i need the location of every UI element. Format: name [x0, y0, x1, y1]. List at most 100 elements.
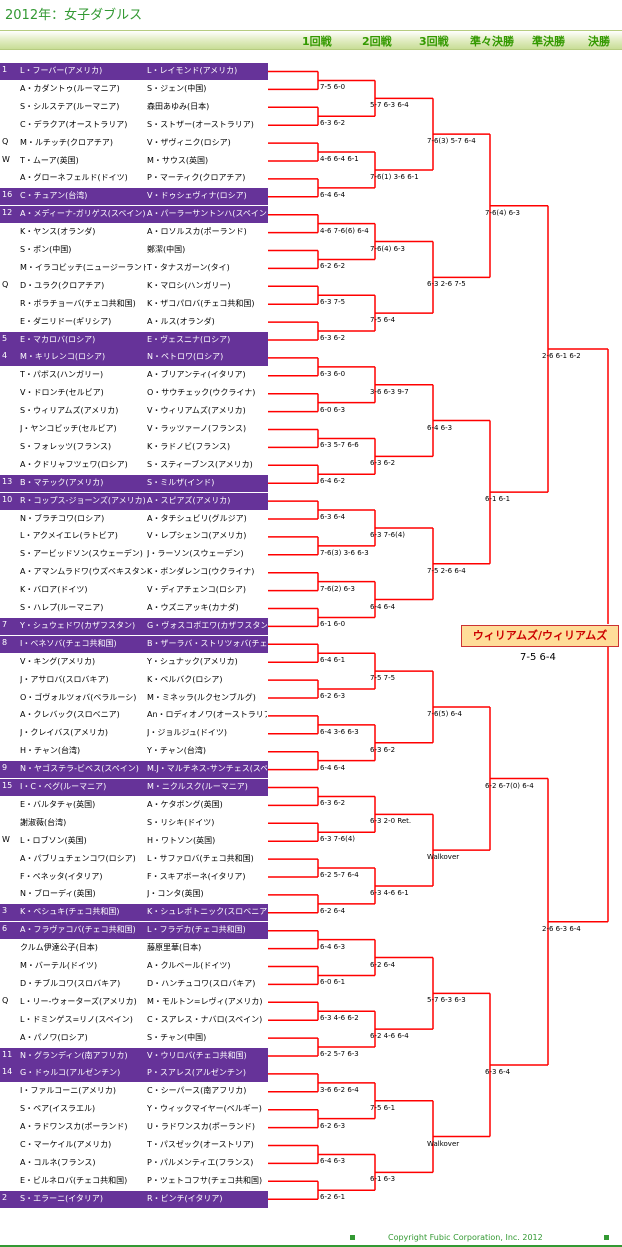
r2-score: 6-2 4-6 6-4: [370, 1032, 409, 1041]
sf-score: 2-6 6-1 6-2: [542, 351, 581, 360]
player-1-name: A・ラドワンスカ(ポーランド): [20, 1122, 128, 1132]
player-2-name: K・マロシ(ハンガリー): [147, 280, 231, 290]
draw-pair-row: 1 L・フーバー(アメリカ) L・レイモンド(アメリカ): [0, 63, 268, 80]
player-2-name: V・ラッツァーノ(フランス): [147, 424, 247, 433]
seed-mark: W: [2, 154, 10, 164]
draw-pair-row: N・ブローディ(英国)J・コンタ(英国): [0, 886, 268, 903]
player-2-name: V・ドゥシェヴィナ(ロシア): [147, 191, 247, 201]
r1-score: 6-1 6-0: [320, 620, 346, 629]
player-1-name: A・クドリャフツェワ(ロシア): [20, 459, 128, 469]
player-1-name: A・パノワ(ロシア): [20, 1032, 88, 1042]
draw-pair-row: S・ハレプ(ルーマニア)A・ウズニアッキ(カナダ): [0, 600, 268, 617]
seed-mark: 10: [2, 494, 13, 504]
player-2-name: A・ルス(オランダ): [147, 316, 215, 326]
player-2-name: N・ペトロワ(ロシア): [147, 352, 224, 362]
player-2-name: R・ビンチ(イタリア): [147, 1193, 223, 1203]
draw-pair-row: A・パノワ(ロシア)S・チャン(中国): [0, 1030, 268, 1047]
player-1-name: S・エラーニ(イタリア): [20, 1193, 103, 1203]
player-2-name: L・レイモンド(アメリカ): [147, 66, 238, 75]
player-1-name: C・チュアン(台湾): [20, 191, 88, 201]
player-1-name: N・グランディン(南アフリカ): [20, 1050, 128, 1060]
player-1-name: G・ドゥルコ(アルゼンチン): [20, 1068, 121, 1078]
seed-mark: 4: [2, 351, 8, 361]
player-2-name: 森田あゆみ(日本): [147, 101, 210, 111]
seed-mark: Q: [2, 995, 9, 1005]
player-2-name: U・ラドワンスカ(ポーランド): [147, 1122, 255, 1132]
round-label-r3: 3回戦: [419, 35, 449, 48]
player-1-name: N・ブラチコワ(ロシア): [20, 513, 105, 523]
copyright-text: Copyright Fubic Corporation, Inc. 2012: [388, 1233, 543, 1242]
r1-score: 6-3 6-4: [320, 513, 346, 522]
draw-pair-row: R・ボラチョーバ(チェコ共和国)K・ザコパロバ(チェコ共和国): [0, 296, 268, 313]
player-1-name: K・ペシュキ(チェコ共和国): [20, 907, 120, 917]
draw-pair-row: K・バロア(ドイツ)V・ディアチェンコ(ロシア): [0, 582, 268, 599]
r2-score: 5-7 6-3 6-4: [370, 101, 409, 110]
player-1-name: J・クレイバス(アメリカ): [20, 728, 109, 738]
round-label-sf: 準決勝: [532, 35, 565, 48]
r2-score: 7-5 7-5: [370, 674, 396, 683]
r1-score: 7-6(3) 3-6 6-3: [320, 548, 369, 557]
r2-score: 7-5 6-1: [370, 1103, 396, 1112]
player-2-name: S・リシキ(ドイツ): [147, 817, 215, 827]
r2-score: 6-3 7-6(4): [370, 530, 406, 539]
player-1-name: H・チャン(台湾): [20, 746, 81, 756]
r1-score: 6-3 6-2: [320, 799, 346, 808]
r1-score: 6-2 6-2: [320, 262, 346, 271]
player-1-name: A・フラヴァコバ(チェコ共和国): [20, 925, 136, 935]
r1-score: 6-4 6-1: [320, 656, 346, 665]
player-2-name: S・ミルザ(インド): [147, 477, 215, 487]
player-2-name: H・ワトソン(英国): [147, 835, 216, 845]
player-2-name: L・サファロバ(チェコ共和国): [147, 853, 254, 863]
player-1-name: N・ヤゴステラ-ビベス(スペイン): [20, 764, 139, 774]
player-2-name: M・ミネッラ(ルクセンブルグ): [147, 692, 256, 702]
player-1-name: L・アクメイエレ(ラトビア): [20, 531, 118, 541]
seed-mark: W: [2, 834, 10, 844]
round-label-qf: 準々決勝: [470, 35, 514, 48]
round-label-r1: 1回戦: [302, 35, 332, 48]
seed-mark: 1: [2, 65, 8, 74]
r2-score: 3-6 6-3 9-7: [370, 387, 409, 396]
seed-mark: Q: [2, 136, 9, 146]
player-1-name: 謝淑薇(台湾): [20, 817, 67, 827]
r1-score: 6-3 6-2: [320, 119, 346, 128]
player-2-name: A・スピアズ(アメリカ): [147, 495, 231, 505]
sf-score: 2-6 6-3 6-4: [542, 924, 581, 933]
player-1-name: I・ベネソバ(チェコ共和国): [20, 638, 117, 648]
player-2-name: C・シーパース(南アフリカ): [147, 1086, 247, 1096]
draw-pair-row: A・クレバック(スロベニア)An・ロディオノワ(オーストラリア): [0, 707, 268, 724]
draw-pair-row: C・マーケイル(アメリカ)T・パスゼック(オーストリア): [0, 1137, 268, 1154]
seed-mark: 13: [2, 476, 13, 486]
r1-score: 4-6 6-4 6-1: [320, 155, 359, 164]
draw-pair-row: 謝淑薇(台湾) S・リシキ(ドイツ): [0, 815, 268, 832]
draw-pair-row: A・カダントゥ(ルーマニア)S・ジェン(中国): [0, 81, 268, 98]
draw-pair-row: L・アクメイエレ(ラトビア)V・レプシェンコ(アメリカ): [0, 528, 268, 545]
r1-score: 6-0 6-1: [320, 978, 346, 987]
player-1-name: L・ドミンゲス=リノ(スペイン): [20, 1014, 133, 1024]
player-1-name: L・リー-ウォーターズ(アメリカ): [20, 996, 137, 1006]
draw-pair-row: S・シルステア(ルーマニア)森田あゆみ(日本): [0, 99, 268, 116]
player-2-name: M・ニクルスク(ルーマニア): [147, 782, 248, 791]
player-1-name: O・ゴヴォルツォバ(ベラルーシ): [20, 692, 137, 702]
r1-score: 6-4 6-4: [320, 763, 346, 772]
r1-score: 6-2 6-4: [320, 906, 346, 915]
r2-score: 6-3 4-6 6-1: [370, 888, 409, 897]
draw-pair-row: 9N・ヤゴステラ-ビベス(スペイン)M.J・マルチネス-サンチェス(スペイン): [0, 761, 268, 779]
r1-score: 6-2 6-3: [320, 1121, 346, 1130]
player-2-name: A・パーラーサントンハ(スペイン): [147, 209, 267, 219]
draw-pair-row: A・ラドワンスカ(ポーランド) U・ラドワンスカ(ポーランド): [0, 1119, 268, 1136]
player-1-name: L・フーバー(アメリカ): [20, 66, 103, 75]
round-header-bar: 1回戦 2回戦 3回戦 準々決勝 準決勝 決勝: [0, 30, 622, 50]
player-2-name: J・ジョルジュ(ドイツ): [147, 728, 228, 738]
player-1-name: N・ブローディ(英国): [20, 889, 96, 899]
draw-pair-row: M・イラコビッチ(ニュージーランド)T・タナスガーン(タイ): [0, 260, 268, 277]
